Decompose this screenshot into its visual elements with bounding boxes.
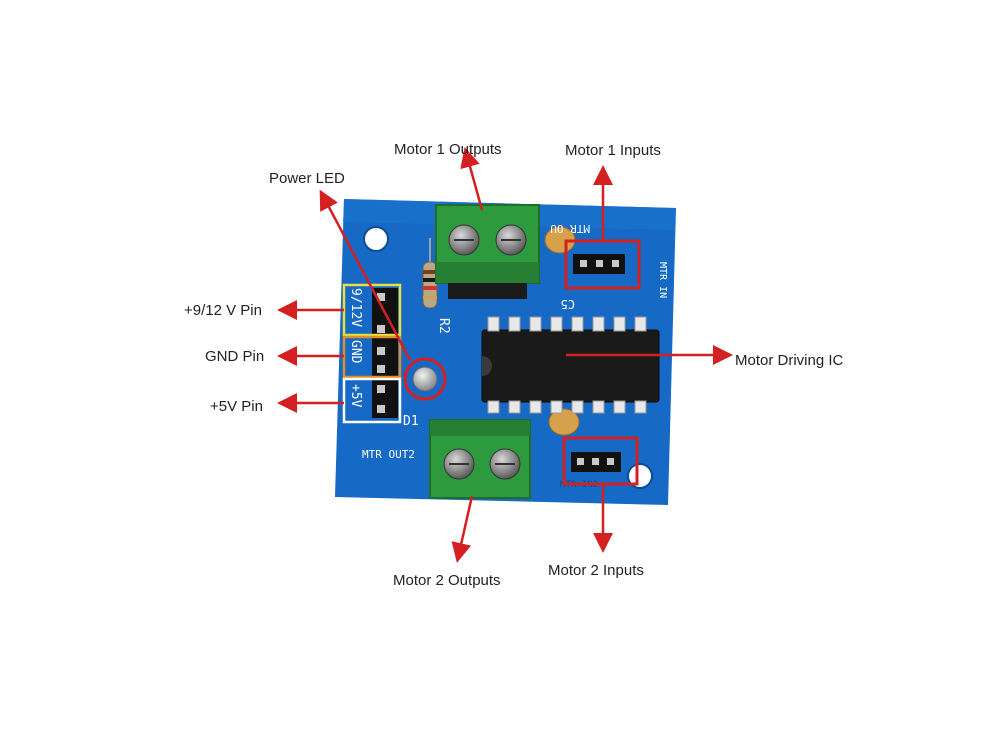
silk-gnd: GND	[348, 340, 363, 364]
label-motor2-inputs: Motor 2 Inputs	[548, 562, 644, 579]
label-motor1-inputs: Motor 1 Inputs	[565, 142, 661, 159]
silk-9-12v: 9/12V	[348, 288, 363, 327]
label-gnd-pin: GND Pin	[205, 348, 265, 365]
resistor	[422, 261, 438, 309]
motor1-input-jumper	[573, 254, 625, 274]
label-motor1-outputs: Motor 1 Outputs	[394, 141, 502, 158]
label-motor-driving-ic: Motor Driving IC	[735, 352, 844, 369]
power-header	[372, 288, 398, 418]
ic-pins-top	[487, 316, 647, 332]
silk-5v: +5V	[348, 384, 363, 408]
label-motor2-outputs: Motor 2 Outputs	[393, 572, 501, 589]
silk-r2: R2	[436, 318, 451, 334]
silk-mtr-in1: MTR IN	[657, 262, 668, 298]
mounting-hole	[627, 463, 653, 489]
power-led	[412, 366, 438, 392]
motor2-input-jumper	[571, 452, 621, 472]
motor2-input-highlight	[562, 436, 639, 486]
power-led-highlight	[403, 357, 447, 401]
silk-mtr-out2: MTR OUT2	[362, 448, 415, 461]
mounting-hole	[363, 226, 389, 252]
arrow-power-led	[319, 189, 412, 361]
capacitor	[548, 408, 580, 436]
header-box-5v	[342, 377, 402, 424]
annotation-arrows	[277, 147, 733, 563]
arrow-motor1-outputs	[460, 147, 484, 211]
label-5v-pin: +5V Pin	[210, 398, 263, 415]
silk-mtr-out1: MTR OU	[550, 222, 590, 235]
motor1-input-highlight	[564, 239, 641, 290]
label-9-12v-pin: +9/12 V Pin	[184, 302, 262, 319]
silk-d1: D1	[403, 414, 419, 429]
ic-pins-bottom	[487, 400, 647, 414]
label-power-led: Power LED	[269, 170, 345, 187]
silk-c5: C5	[561, 297, 575, 311]
arrow-motor2-outputs	[451, 495, 474, 563]
motor-driving-ic	[481, 329, 660, 403]
